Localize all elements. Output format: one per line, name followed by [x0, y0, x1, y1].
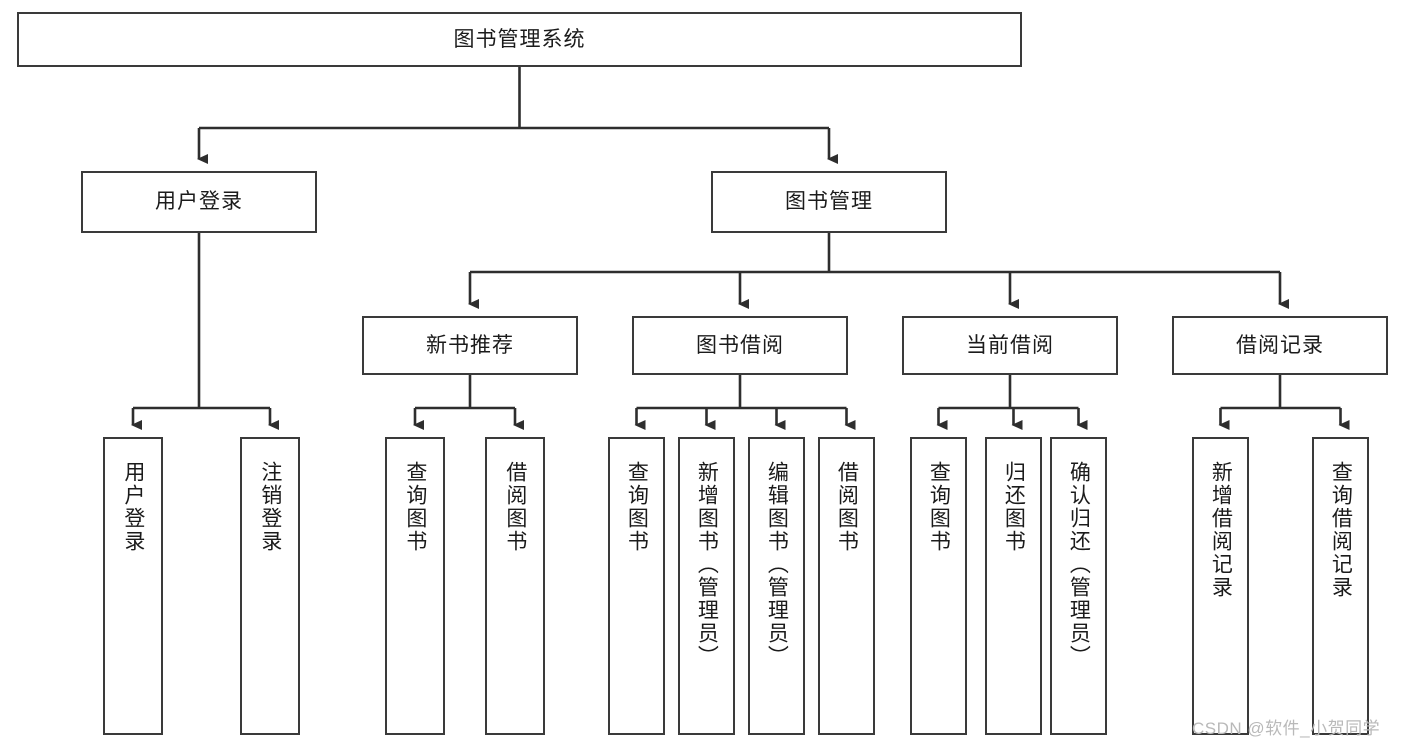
node-label-root: 图书管理系统	[453, 27, 586, 51]
node-root[interactable]: 图书管理系统	[17, 12, 1022, 67]
node-leaf-return-book[interactable]: 归还图书	[985, 437, 1042, 735]
node-label-leaf-query-borrow-record: 查询借阅记录	[1329, 461, 1353, 599]
node-label-leaf-user-logout: 注销登录	[258, 461, 282, 553]
node-label-book-borrow: 图书借阅	[696, 333, 784, 357]
node-leaf-query-book-3[interactable]: 查询图书	[910, 437, 967, 735]
node-label-leaf-query-book-3: 查询图书	[927, 461, 951, 553]
node-leaf-borrow-book-2[interactable]: 借阅图书	[818, 437, 875, 735]
node-user-login[interactable]: 用户登录	[81, 171, 317, 233]
node-current-borrow[interactable]: 当前借阅	[902, 316, 1118, 375]
node-leaf-add-borrow-record[interactable]: 新增借阅记录	[1192, 437, 1249, 735]
node-leaf-query-book-2[interactable]: 查询图书	[608, 437, 665, 735]
node-book-borrow[interactable]: 图书借阅	[632, 316, 848, 375]
node-leaf-borrow-book-1[interactable]: 借阅图书	[485, 437, 545, 735]
node-label-leaf-confirm-return: 确认归还（管理员）	[1067, 461, 1091, 668]
node-label-current-borrow: 当前借阅	[966, 333, 1054, 357]
node-label-user-login: 用户登录	[155, 190, 243, 214]
node-label-book-manage: 图书管理	[785, 190, 873, 214]
csdn-watermark: CSDN @软件_小贺同学	[1192, 719, 1381, 738]
node-label-leaf-borrow-book-2: 借阅图书	[835, 461, 859, 553]
node-leaf-user-logout[interactable]: 注销登录	[240, 437, 300, 735]
node-leaf-add-book[interactable]: 新增图书（管理员）	[678, 437, 735, 735]
node-leaf-edit-book[interactable]: 编辑图书（管理员）	[748, 437, 805, 735]
node-leaf-query-borrow-record[interactable]: 查询借阅记录	[1312, 437, 1369, 735]
node-new-book-recommend[interactable]: 新书推荐	[362, 316, 578, 375]
node-label-new-book-recommend: 新书推荐	[426, 333, 514, 357]
node-borrow-record[interactable]: 借阅记录	[1172, 316, 1388, 375]
node-label-leaf-user-login: 用户登录	[121, 461, 145, 553]
node-leaf-query-book-1[interactable]: 查询图书	[385, 437, 445, 735]
node-label-leaf-borrow-book-1: 借阅图书	[503, 461, 527, 553]
node-label-leaf-query-book-1: 查询图书	[403, 461, 427, 553]
node-label-leaf-query-book-2: 查询图书	[625, 461, 649, 553]
node-book-manage[interactable]: 图书管理	[711, 171, 947, 233]
node-label-leaf-return-book: 归还图书	[1002, 461, 1026, 553]
node-leaf-user-login[interactable]: 用户登录	[103, 437, 163, 735]
node-label-borrow-record: 借阅记录	[1236, 333, 1324, 357]
node-label-leaf-edit-book: 编辑图书（管理员）	[765, 461, 789, 668]
node-leaf-confirm-return[interactable]: 确认归还（管理员）	[1050, 437, 1107, 735]
node-label-leaf-add-book: 新增图书（管理员）	[695, 461, 719, 668]
node-label-leaf-add-borrow-record: 新增借阅记录	[1209, 461, 1233, 599]
